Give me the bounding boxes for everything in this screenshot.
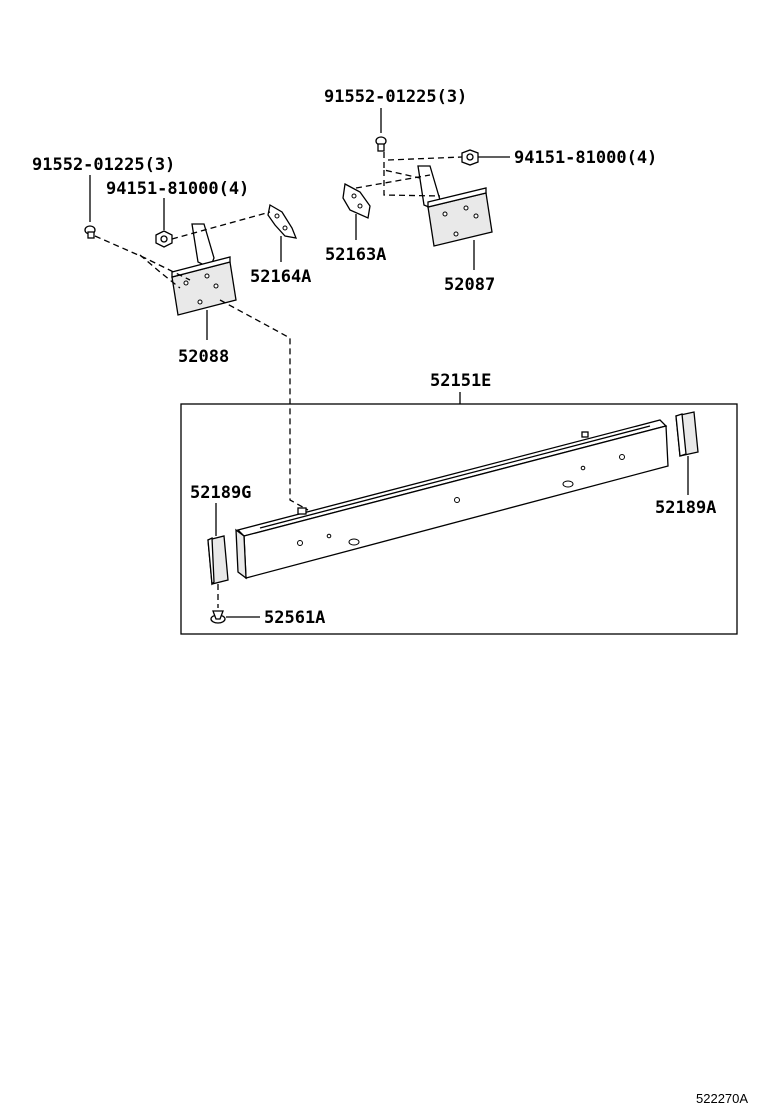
label-plate-52087: 52087 — [444, 275, 495, 295]
label-spacer-52189a: 52189A — [655, 498, 716, 518]
spacer-52189a — [675, 411, 699, 495]
label-nut-left: 94151-81000(4) — [106, 179, 249, 199]
nut-right — [461, 149, 510, 166]
label-spacer-52189g: 52189G — [190, 483, 251, 503]
bracket-52164a — [267, 203, 298, 262]
label-bracket-52163a: 52163A — [325, 245, 386, 265]
bolt-left — [84, 175, 96, 239]
label-bracket-52164a: 52164A — [250, 267, 311, 287]
reinforcement-52151e — [235, 419, 669, 580]
bracket-52163a — [342, 182, 371, 240]
label-plate-52088: 52088 — [178, 347, 229, 367]
plate-52088 — [171, 223, 237, 340]
spacer-52189g — [207, 503, 229, 586]
label-nut-right: 94151-81000(4) — [514, 148, 657, 168]
clip-52561a — [210, 584, 260, 624]
label-reinforcement-52151e: 52151E — [430, 371, 491, 391]
figure-id: 522270A — [696, 1091, 748, 1106]
plate-52087 — [417, 165, 493, 270]
assembly-frame — [180, 403, 738, 635]
label-clip-52561a: 52561A — [264, 608, 325, 628]
label-bolt-left: 91552-01225(3) — [32, 155, 175, 175]
label-bolt-top: 91552-01225(3) — [324, 87, 467, 107]
nut-left — [155, 198, 173, 248]
bolt-top — [375, 108, 387, 152]
